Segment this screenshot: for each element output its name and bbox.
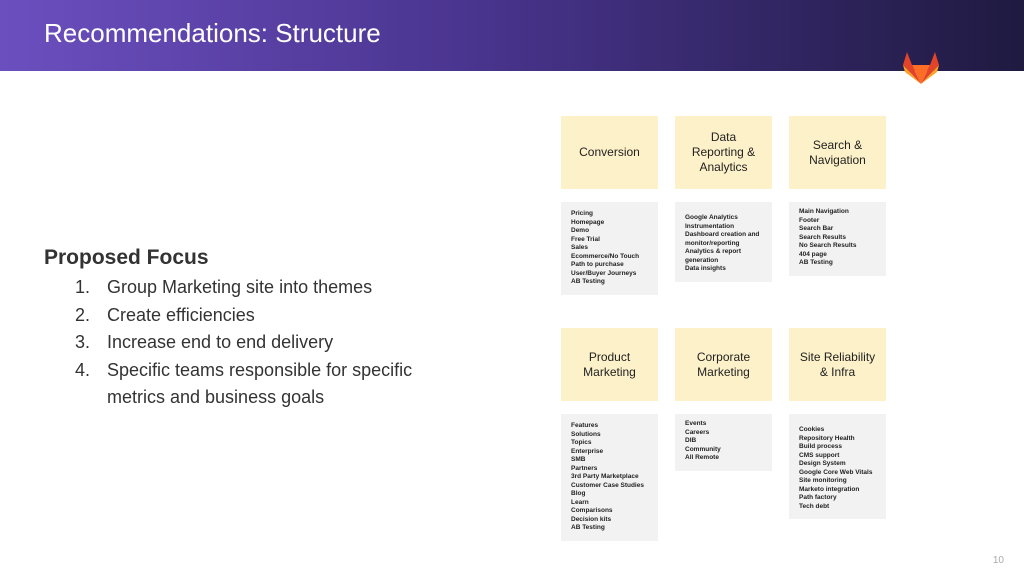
theme-item: Marketo integration [799, 485, 860, 493]
theme-item: All Remote [685, 454, 719, 461]
theme-item: Enterprise [571, 447, 604, 455]
theme-item: DIB [685, 437, 697, 444]
theme-item: Cookies [799, 426, 825, 433]
theme-item: Google Analytics [685, 214, 738, 221]
theme-item: Dashboard creation and monitor/reporting [685, 231, 760, 247]
theme-name: Product Marketing [583, 349, 636, 379]
theme-name: Corporate Marketing [696, 349, 751, 379]
focus-item: Group Marketing site into themes [95, 274, 435, 302]
theme-item: Partners [571, 464, 598, 472]
theme-item: 3rd Party Marketplace [571, 473, 639, 480]
theme-name: Data Reporting & Analytics [691, 130, 756, 174]
theme-item: Analytics & report generation [685, 248, 741, 264]
page-number: 10 [992, 555, 1004, 566]
theme-item: AB Testing [571, 524, 605, 531]
theme-title: Conversion [561, 116, 658, 189]
theme-item: 404 page [799, 250, 827, 258]
focus-heading: Proposed Focus [44, 246, 209, 269]
theme-item: CMS support [799, 451, 840, 459]
theme-name: Conversion [579, 145, 640, 159]
theme-name: Site Reliability & Infra [799, 349, 876, 379]
focus-list: Group Marketing site into themesCreate e… [44, 274, 435, 412]
theme-item: Design System [799, 460, 846, 467]
theme-item: Homepage [571, 218, 605, 226]
theme-item: Tech debt [799, 502, 830, 510]
theme-item: Decision kits [571, 515, 612, 523]
theme-title: Search & Navigation [789, 116, 886, 189]
theme-item: AB Testing [571, 278, 605, 285]
theme-item: No Search Results [799, 242, 857, 249]
gitlab-logo-icon [903, 52, 939, 84]
slide-title: Recommendations: Structure [44, 18, 381, 48]
theme-item: Search Results [799, 233, 846, 241]
theme-title: Corporate Marketing [675, 328, 772, 401]
theme-item: Customer Case Studies [571, 481, 644, 489]
theme-item: Path factory [799, 494, 837, 501]
theme-name: Search & Navigation [809, 137, 866, 167]
theme-item: Ecommerce/No Touch [571, 252, 640, 260]
theme-item: Careers [685, 428, 710, 436]
theme-item: Blog [571, 490, 586, 497]
theme-item: Google Core Web Vitals [799, 468, 873, 476]
theme-item: User/Buyer Journeys [571, 269, 637, 277]
focus-item: Increase end to end delivery [95, 329, 435, 357]
proposed-focus: Proposed Focus Group Marketing site into… [44, 246, 435, 412]
theme-item: Site monitoring [799, 477, 847, 484]
theme-item: Instrumentation [685, 222, 735, 230]
theme-item: AB Testing [799, 259, 833, 266]
theme-item: Comparisons [571, 507, 613, 514]
theme-item: Sales [571, 244, 588, 251]
theme-item: Solutions [571, 430, 601, 438]
theme-item: Free Trial [571, 235, 600, 243]
theme-item: Pricing [571, 210, 594, 217]
theme-item: Repository Health [799, 434, 855, 442]
theme-item: Events [685, 420, 707, 427]
header-bar: Recommendations: Structure [0, 0, 1024, 71]
theme-item: Main Navigation [799, 208, 849, 215]
theme-item: SMB [571, 456, 586, 463]
focus-item: Create efficiencies [95, 302, 435, 330]
theme-title: Product Marketing [561, 328, 658, 401]
theme-item: Data insights [685, 265, 726, 272]
theme-item: Topics [571, 439, 592, 446]
theme-item: Build process [799, 443, 842, 450]
theme-item: Demo [571, 227, 590, 234]
theme-title: Site Reliability & Infra [789, 328, 886, 401]
theme-item: Path to purchase [571, 261, 624, 268]
theme-item: Features [571, 422, 599, 429]
theme-item: Community [685, 445, 721, 453]
theme-title: Data Reporting & Analytics [675, 116, 772, 189]
theme-item: Footer [799, 216, 820, 224]
theme-item: Learn [571, 498, 589, 506]
theme-item: Search Bar [799, 225, 834, 232]
focus-item: Specific teams responsible for specific … [95, 357, 435, 412]
